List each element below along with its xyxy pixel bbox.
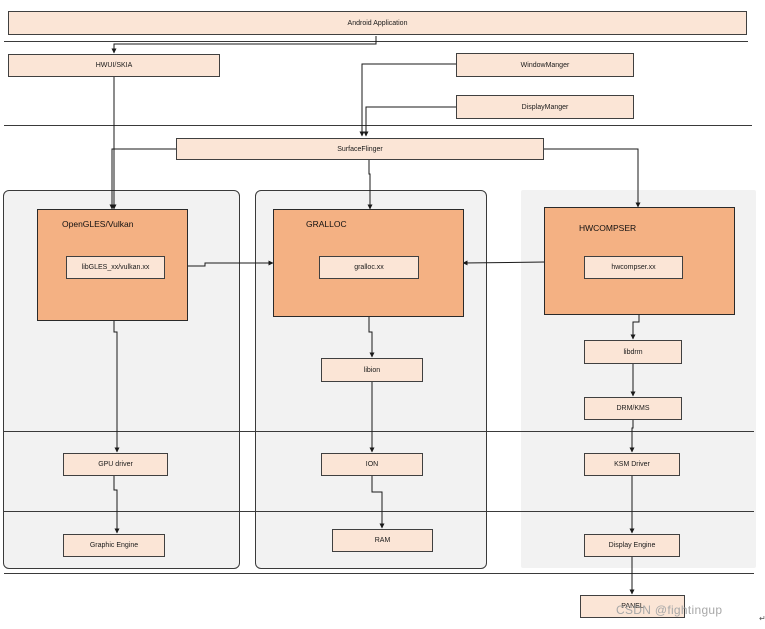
return-glyph: ↵	[759, 614, 765, 623]
libdrm-box: libdrm	[584, 340, 682, 364]
gralloc-title: GRALLOC	[306, 219, 347, 229]
arrow-gralloc-to-libion	[368, 316, 375, 358]
opengles-vulkan-title: OpenGLES/Vulkan	[62, 219, 134, 229]
arrow-drmkms-to-ksm	[629, 420, 635, 453]
hwcomposer-title: HWCOMPSER	[579, 223, 637, 233]
hwcomposer-xx-box: hwcompser.xx	[584, 256, 683, 279]
separator-hardware	[4, 573, 754, 574]
android-application-box: Android Application	[8, 11, 747, 35]
libgles-vulkan-box: libGLES_xx/vulkan.xx	[66, 256, 165, 279]
surface-flinger-box: SurfaceFlinger	[176, 138, 544, 160]
separator-framework	[4, 125, 752, 126]
ksm-driver-box: KSM Driver	[584, 453, 680, 476]
arrow-app-to-hwui	[111, 36, 377, 54]
arrow-opengles-to-gpu	[113, 320, 120, 453]
arrow-ion-to-ram	[371, 476, 385, 529]
separator-kernel	[4, 511, 754, 512]
display-manager-box: DisplayManger	[456, 95, 634, 119]
csdn-watermark: CSDN @fightingup	[616, 603, 723, 617]
arrow-sf-to-hwc	[544, 148, 641, 208]
ram-box: RAM	[332, 529, 433, 552]
graphic-engine-box: Graphic Engine	[63, 534, 165, 557]
arrow-sf-to-opengles	[109, 148, 176, 210]
libion-box: libion	[321, 358, 423, 382]
ion-box: ION	[321, 453, 423, 476]
arrow-dm-to-sf	[363, 106, 456, 137]
gralloc-xx-box: gralloc.xx	[319, 256, 419, 279]
panel-box: PANEL	[580, 595, 685, 618]
drm-kms-box: DRM/KMS	[584, 397, 682, 420]
separator-hal	[4, 431, 754, 432]
arrow-hwc-to-gralloc	[462, 260, 546, 266]
hwui-skia-box: HWUI/SKIA	[8, 54, 220, 77]
window-manager-box: WindowManger	[456, 53, 634, 77]
arrow-sf-to-gralloc	[367, 160, 373, 210]
arrow-gpu-to-engine	[113, 476, 120, 534]
display-engine-box: Display Engine	[584, 534, 680, 557]
arrow-hwc-to-libdrm	[630, 314, 640, 340]
arrow-wm-to-sf	[359, 63, 456, 137]
gpu-driver-box: GPU driver	[63, 453, 168, 476]
